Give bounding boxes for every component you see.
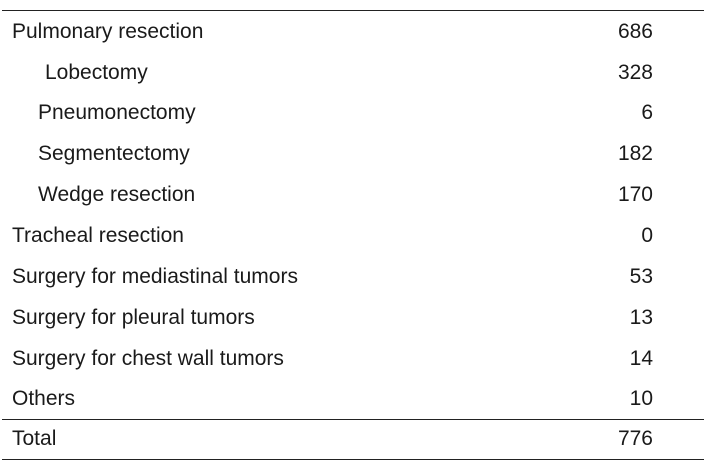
row-label: Others bbox=[12, 387, 76, 410]
table-row: Pneumonectomy 6 bbox=[0, 92, 707, 133]
row-label: Pulmonary resection bbox=[12, 20, 204, 43]
row-value: 13 bbox=[629, 306, 653, 329]
table-row: Segmentectomy 182 bbox=[0, 133, 707, 174]
total-value: 776 bbox=[617, 427, 653, 450]
total-label: Total bbox=[12, 427, 57, 450]
row-label: Lobectomy bbox=[45, 61, 148, 84]
row-value: 10 bbox=[629, 387, 653, 410]
row-value: 6 bbox=[641, 101, 653, 124]
row-label: Pneumonectomy bbox=[38, 101, 196, 124]
row-value: 0 bbox=[641, 224, 653, 247]
total-separator-rule bbox=[2, 419, 704, 420]
row-label: Surgery for chest wall tumors bbox=[12, 347, 284, 370]
row-label: Segmentectomy bbox=[38, 142, 190, 165]
row-label: Wedge resection bbox=[38, 183, 196, 206]
row-label: Tracheal resection bbox=[12, 224, 184, 247]
row-value: 53 bbox=[629, 265, 653, 288]
row-value: 14 bbox=[629, 347, 653, 370]
table-row: Surgery for chest wall tumors 14 bbox=[0, 338, 707, 379]
table-row: Others 10 bbox=[0, 378, 707, 419]
row-value: 328 bbox=[617, 61, 653, 84]
table-row: Surgery for pleural tumors 13 bbox=[0, 297, 707, 338]
row-value: 170 bbox=[617, 183, 653, 206]
row-value: 686 bbox=[617, 20, 653, 43]
table-row: Pulmonary resection 686 bbox=[0, 11, 707, 52]
row-label: Surgery for mediastinal tumors bbox=[12, 265, 298, 288]
table-total-row: Total 776 bbox=[0, 418, 707, 459]
row-value: 182 bbox=[617, 142, 653, 165]
table-row: Tracheal resection 0 bbox=[0, 215, 707, 256]
row-label: Surgery for pleural tumors bbox=[12, 306, 255, 329]
table-row: Wedge resection 170 bbox=[0, 174, 707, 215]
table-row: Surgery for mediastinal tumors 53 bbox=[0, 256, 707, 297]
table-top-rule bbox=[2, 10, 704, 11]
table-bottom-rule bbox=[2, 459, 704, 460]
table-row: Lobectomy 328 bbox=[0, 52, 707, 93]
